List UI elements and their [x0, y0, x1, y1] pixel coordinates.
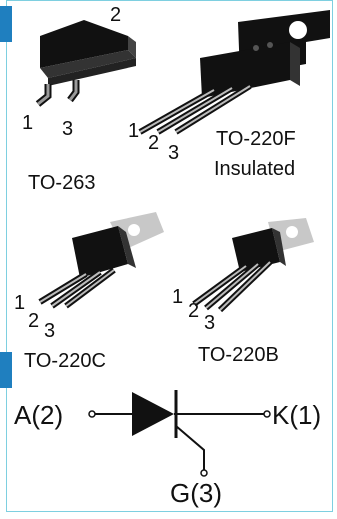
to220c-pin-1: 1: [14, 292, 26, 314]
to220c-package: [38, 212, 164, 309]
to220f-label-line2: Insulated: [214, 158, 296, 180]
to263-pin-2: 2: [110, 4, 122, 26]
to220f-pin-1: 1: [128, 120, 140, 142]
cathode-label: K(1): [272, 400, 322, 430]
to220b-pin-3: 3: [204, 312, 216, 334]
to263-pin-3: 3: [62, 118, 74, 140]
to220b-label: TO-220B: [198, 344, 279, 366]
to220b-package: [192, 218, 314, 313]
to220f-package: [138, 10, 330, 135]
anode-label: A(2): [14, 400, 64, 430]
to220c-label: TO-220C: [24, 350, 106, 372]
accent-tab-top: [0, 6, 12, 42]
to220f-pin-3: 3: [168, 142, 180, 164]
to220f-label-line1: TO-220F: [216, 128, 296, 150]
to220c-pin-3: 3: [44, 320, 56, 342]
to220b-pin-1: 1: [172, 286, 184, 308]
to220b-pin-2: 2: [188, 300, 200, 322]
to263-label: TO-263: [28, 172, 96, 194]
gate-label: G(3): [170, 478, 222, 508]
to263-pin-1: 1: [22, 112, 34, 134]
to220c-pin-2: 2: [28, 310, 40, 332]
to220f-pin-2: 2: [148, 132, 160, 154]
accent-tab-bottom: [0, 352, 12, 388]
diagram-frame: [6, 0, 333, 512]
thyristor-symbol: [88, 390, 271, 477]
to263-package: [35, 20, 136, 107]
